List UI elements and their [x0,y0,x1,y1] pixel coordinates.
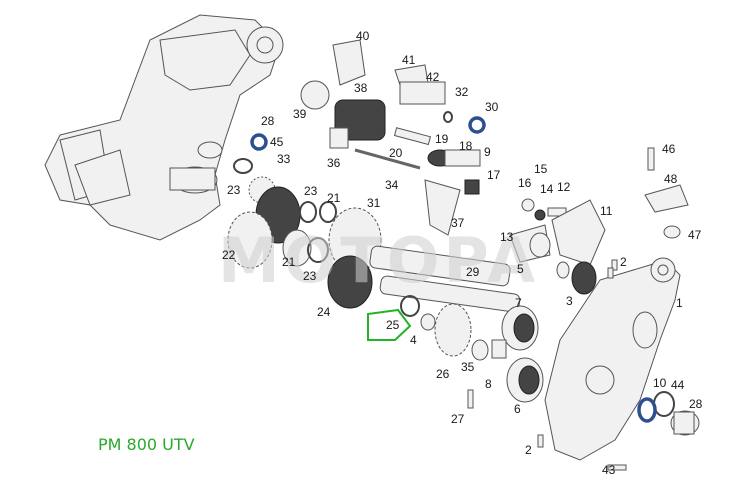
callout-38: 38 [354,81,368,95]
watermark: MOTOPA [218,224,539,297]
model-label: PM 800 UTV [98,435,195,454]
callout-17: 17 [487,168,501,182]
callout-3: 3 [566,294,573,308]
callout-25: 25 [386,318,400,332]
callout-4: 4 [410,333,417,347]
callout-27: 27 [451,412,465,426]
highlight-marker [367,308,412,341]
gear-shafts [327,207,597,403]
gear-cluster-left [227,176,337,269]
seal-ring-30 [468,116,486,134]
callout-47: 47 [688,228,702,242]
callout-28: 28 [261,114,275,128]
callout-8: 8 [485,377,492,391]
callout-28-b: 28 [689,397,703,411]
callout-2-b: 2 [525,443,532,457]
callout-32: 32 [455,85,469,99]
callout-13: 13 [500,230,514,244]
callout-48: 48 [664,172,678,186]
callout-9: 9 [484,145,491,159]
callout-26: 26 [436,367,450,381]
callout-7: 7 [515,296,522,310]
callout-12: 12 [557,180,571,194]
callout-46: 46 [662,142,676,156]
callout-21-a: 21 [327,191,341,205]
callout-42: 42 [426,70,440,84]
callout-15: 15 [534,162,548,176]
left-crankcase [44,14,284,241]
callout-23-c: 23 [303,269,317,283]
callout-33: 33 [277,152,291,166]
callout-35: 35 [461,360,475,374]
callout-36: 36 [327,156,341,170]
callout-34: 34 [385,178,399,192]
small-hardware [467,147,689,471]
callout-11: 11 [600,204,613,218]
callout-18: 18 [459,139,473,153]
callout-29: 29 [466,265,480,279]
o-ring-23 [233,158,253,174]
callout-labels: 40 41 42 38 39 32 30 28 45 19 18 20 36 9… [222,29,703,477]
callout-39: 39 [293,107,307,121]
callout-44: 44 [671,378,685,392]
callout-43: 43 [602,463,616,477]
callout-37: 37 [451,216,465,230]
callout-5: 5 [517,262,524,276]
shift-mechanism [300,39,486,236]
callout-20: 20 [389,146,403,160]
callout-2-a: 2 [620,255,627,269]
callout-19: 19 [435,132,449,146]
callout-23-a: 23 [227,183,241,197]
callout-1: 1 [676,296,683,310]
callout-14: 14 [540,182,554,196]
callout-41: 41 [402,53,416,67]
callout-31: 31 [367,196,381,210]
seal-ring-45 [250,133,268,151]
callout-22: 22 [222,248,236,262]
callout-23-b: 23 [304,184,318,198]
callout-40: 40 [356,29,370,43]
callout-45: 45 [270,135,284,149]
callout-24: 24 [317,305,331,319]
callout-10: 10 [653,376,667,390]
callout-6: 6 [514,402,521,416]
callout-21-b: 21 [282,255,296,269]
right-crankcase [544,257,700,461]
callout-16: 16 [518,176,532,190]
callout-30: 30 [485,100,499,114]
